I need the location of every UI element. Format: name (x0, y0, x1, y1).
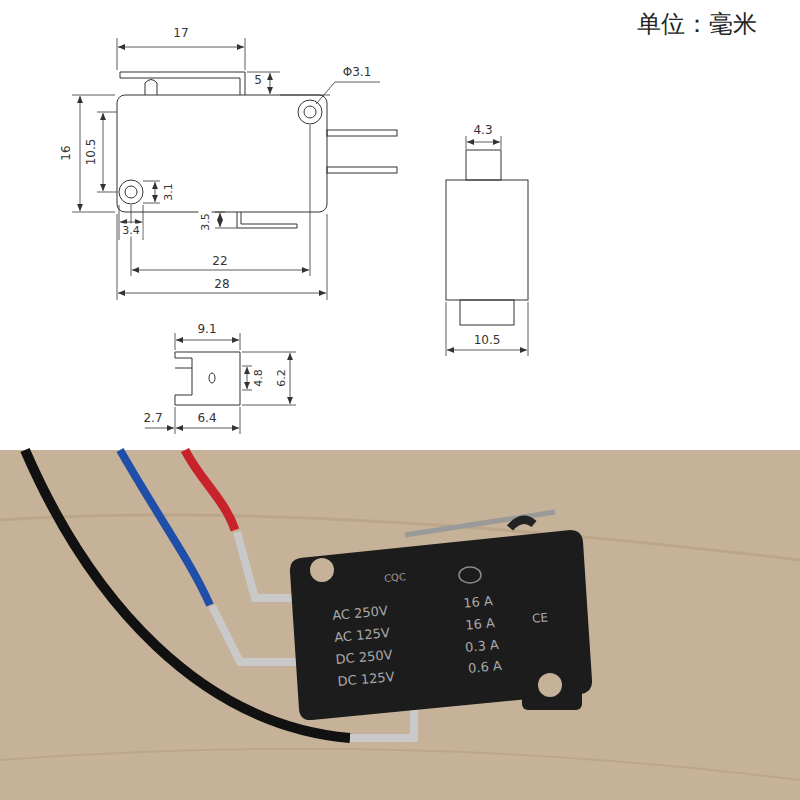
dimension-label: 5 (252, 73, 264, 87)
unit-note: 单位：毫米 (635, 11, 759, 37)
dimension-label: 22 (210, 254, 229, 268)
ce-mark: CE (529, 610, 550, 626)
dimension-label: 28 (212, 277, 231, 291)
end-view-dimensions (446, 136, 528, 356)
dimension-lines (72, 38, 380, 300)
dimension-label: 10.5 (472, 333, 503, 347)
dimension-label: 10.5 (84, 137, 98, 168)
terminal-detail (175, 352, 240, 405)
dimension-label: 3.4 (120, 224, 142, 237)
dimension-label: 6.2 (275, 367, 288, 389)
dimension-label: 2.7 (141, 411, 164, 425)
dimension-label: 3.5 (199, 211, 212, 233)
terminal-dimensions (145, 333, 296, 434)
switch-photo (0, 450, 800, 800)
brand-mark: CQC (382, 571, 409, 585)
side-view (117, 72, 397, 228)
dimension-label: 6.4 (195, 411, 218, 425)
end-view (446, 150, 528, 325)
rating-text: 16 A (461, 593, 496, 611)
dimension-label: 4.3 (471, 123, 494, 137)
dimension-label: 3.1 (162, 181, 175, 203)
dimension-label: 4.8 (252, 367, 265, 389)
rating-text: 16 A (463, 615, 498, 633)
dimension-label: 9.1 (195, 322, 218, 336)
dimension-label: Φ3.1 (341, 65, 374, 79)
dimension-label: 16 (59, 143, 73, 162)
dimension-label: 17 (171, 26, 190, 40)
